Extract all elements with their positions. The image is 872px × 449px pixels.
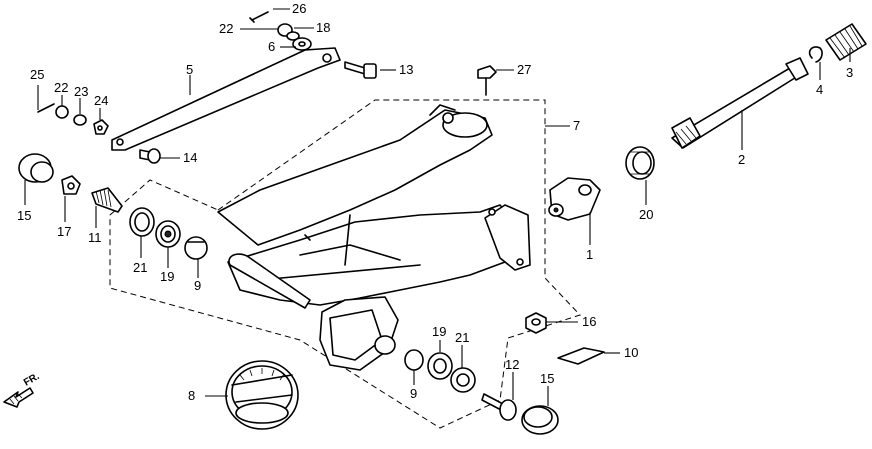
part-15-dust-seal-left (18, 153, 54, 183)
part-10-label-plate (557, 347, 605, 365)
callout-14: 14 (183, 150, 197, 165)
part-6-washer (292, 37, 312, 51)
part-15-cap-lower (521, 405, 559, 435)
swingarm (217, 104, 531, 371)
callout-labels: 26 22 18 6 5 13 27 7 25 22 23 24 14 15 1… (17, 1, 853, 403)
callout-4: 4 (816, 82, 823, 97)
callout-9-lower: 9 (410, 386, 417, 401)
part-18-washer (286, 31, 300, 41)
callout-1: 1 (586, 247, 593, 262)
part-19-bearing-lower (427, 352, 453, 380)
callout-6: 6 (268, 39, 275, 54)
callout-23: 23 (74, 84, 88, 99)
part-11-pivot-bolt (91, 187, 123, 213)
front-direction-label: FR. (22, 371, 42, 389)
part-1-universal-joint (548, 177, 601, 221)
callout-21-left: 21 (133, 260, 147, 275)
part-2-drive-shaft (671, 57, 809, 149)
callout-13: 13 (399, 62, 413, 77)
callout-24: 24 (94, 93, 108, 108)
part-16-nut (525, 312, 547, 334)
part-20-oil-seal (625, 146, 655, 180)
callout-3: 3 (846, 65, 853, 80)
front-direction-arrow: FR. (3, 371, 42, 408)
part-26-pin (249, 11, 269, 23)
callout-15-left: 15 (17, 208, 31, 223)
callout-26: 26 (292, 1, 306, 16)
callout-17: 17 (57, 224, 71, 239)
part-4-circlip (808, 46, 823, 63)
part-27-bolt (477, 65, 497, 96)
leader-lines (24, 8, 851, 406)
part-24-nut (93, 119, 109, 135)
callout-15-lower: 15 (540, 371, 554, 386)
callout-20: 20 (639, 207, 653, 222)
part-21-bearing-left (129, 207, 155, 237)
callout-18: 18 (316, 20, 330, 35)
callout-25: 25 (30, 67, 44, 82)
part-21-bearing-lower (450, 367, 476, 393)
callout-16: 16 (582, 314, 596, 329)
part-14-bolt (139, 148, 161, 164)
part-25-pin (37, 103, 55, 113)
callout-19-left: 19 (160, 269, 174, 284)
part-8-cover (225, 360, 299, 430)
part-9-cap-lower (404, 349, 424, 371)
part-23-washer (73, 114, 87, 126)
part-3-spring (825, 23, 867, 61)
callout-9-left: 9 (194, 278, 201, 293)
callout-22-left: 22 (54, 80, 68, 95)
part-22-bushing-left (55, 105, 69, 119)
callout-22-top: 22 (219, 21, 233, 36)
callout-12: 12 (505, 357, 519, 372)
callout-10: 10 (624, 345, 638, 360)
part-17-locknut (61, 175, 81, 195)
callout-8: 8 (188, 388, 195, 403)
part-19-bearing-left (155, 220, 181, 248)
callout-5: 5 (186, 62, 193, 77)
part-5-stay-rod (111, 47, 341, 151)
callout-27: 27 (517, 62, 531, 77)
callout-11: 11 (88, 230, 102, 245)
callout-19-lower: 19 (432, 324, 446, 339)
part-12-bolt (481, 393, 517, 421)
part-13-bolt (344, 61, 377, 79)
callout-2: 2 (738, 152, 745, 167)
callout-21-lower: 21 (455, 330, 469, 345)
part-9-cap-left (184, 236, 208, 260)
callout-7: 7 (573, 118, 580, 133)
swingarm-assembly-boundary (109, 99, 581, 429)
